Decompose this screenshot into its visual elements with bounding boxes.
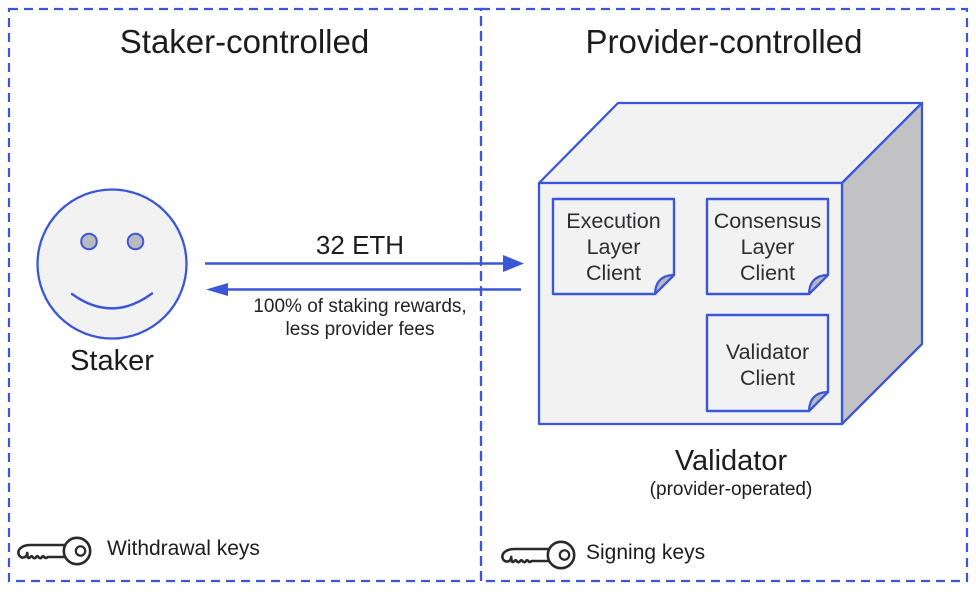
- consensus-client-note: [705, 197, 830, 296]
- smiley-face-icon: [36, 188, 188, 340]
- withdrawal-key-icon: [17, 536, 92, 566]
- validator-client-note: [705, 313, 830, 413]
- right-eye: [126, 232, 145, 251]
- signing-keys-label: Signing keys: [586, 541, 706, 564]
- execution-client-note: [551, 197, 676, 296]
- validator-label: Validator: [674, 445, 788, 477]
- withdrawal-keys-label: Withdrawal keys: [107, 537, 260, 560]
- staker-label: Staker: [70, 345, 154, 377]
- deposit-arrow-label: 32 ETH: [315, 230, 405, 260]
- face-circle: [36, 188, 188, 340]
- folded-corner-icon: [653, 273, 676, 296]
- rewards-arrow: [206, 283, 521, 296]
- validator-sublabel: (provider-operated): [649, 479, 813, 500]
- signing-key-icon: [501, 540, 576, 570]
- folded-corner-icon: [807, 273, 830, 296]
- execution-client-label: Execution Layer Client: [566, 208, 661, 285]
- provider-zone-title: Provider-controlled: [585, 23, 863, 60]
- consensus-client-label: Consensus Layer Client: [713, 208, 822, 285]
- staker-zone-title: Staker-controlled: [119, 23, 370, 60]
- left-eye: [80, 232, 98, 251]
- deposit-arrow: [205, 255, 524, 272]
- validator-client-label: Validator Client: [725, 339, 810, 390]
- smile: [70, 292, 154, 310]
- folded-corner-icon: [807, 390, 830, 413]
- rewards-arrow-label: 100% of staking rewards, less provider f…: [253, 296, 467, 340]
- provider-zone-border: [479, 7, 969, 583]
